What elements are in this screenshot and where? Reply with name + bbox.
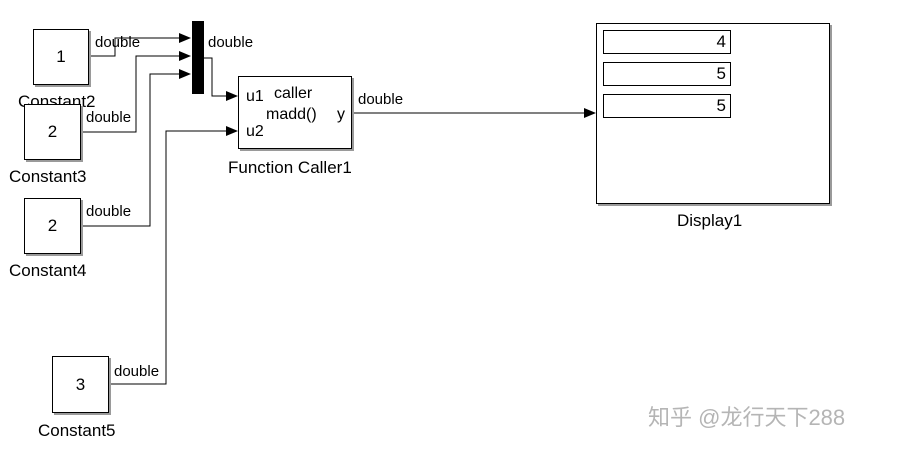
constant2-block[interactable]: 1 bbox=[33, 29, 89, 85]
constant5-label: Constant5 bbox=[38, 421, 116, 440]
constant3-value: 2 bbox=[47, 122, 58, 141]
display-value-row: 5 bbox=[603, 62, 731, 86]
wire-constant2 bbox=[89, 37, 179, 57]
constant4-label: Constant4 bbox=[9, 261, 87, 280]
constant4-signal-type: double bbox=[86, 203, 132, 220]
mux-output-signal-type: double bbox=[208, 34, 254, 51]
function-caller-output-signal-type: double bbox=[358, 91, 404, 108]
display-value-row: 5 bbox=[603, 94, 731, 118]
arrowhead-u1 bbox=[226, 91, 238, 101]
constant3-label: Constant3 bbox=[9, 167, 87, 186]
wire-constant4 bbox=[81, 73, 179, 227]
constant3-signal-type: double bbox=[86, 109, 132, 126]
function-caller-caption-line1: caller bbox=[274, 85, 313, 102]
arrowhead-u2 bbox=[226, 126, 238, 136]
arrowhead-mux-in1 bbox=[179, 33, 191, 43]
function-caller-caption-line2: madd() bbox=[266, 106, 317, 123]
constant5-signal-type: double bbox=[114, 363, 160, 380]
constant4-value: 2 bbox=[47, 216, 58, 235]
constant5-value: 3 bbox=[75, 374, 86, 394]
constant2-value: 1 bbox=[56, 47, 66, 66]
mux-block[interactable] bbox=[192, 21, 204, 94]
display-label: Display1 bbox=[677, 211, 743, 230]
wire-mux-to-u1 bbox=[204, 57, 226, 97]
function-caller-label: Function Caller1 bbox=[228, 158, 352, 177]
function-caller-block[interactable]: u1 u2 caller madd() y bbox=[238, 76, 352, 149]
constant4-block[interactable]: 2 bbox=[24, 198, 81, 254]
port-u1-label: u1 bbox=[246, 88, 264, 105]
constant5-block[interactable]: 3 bbox=[52, 356, 109, 413]
port-y-label: y bbox=[337, 106, 345, 123]
arrowhead-display bbox=[584, 108, 596, 118]
constant3-block[interactable]: 2 bbox=[24, 104, 81, 160]
wire-constant3 bbox=[81, 55, 179, 133]
arrowhead-mux-in3 bbox=[179, 69, 191, 79]
arrowhead-mux-in2 bbox=[179, 51, 191, 61]
display-value-row: 4 bbox=[603, 30, 731, 54]
constant2-signal-type: double bbox=[95, 34, 141, 51]
watermark: 知乎 @龙行天下288 bbox=[648, 405, 846, 430]
port-u2-label: u2 bbox=[246, 123, 264, 140]
display-block[interactable]: 4 5 5 bbox=[596, 23, 830, 204]
wire-constant5 bbox=[109, 130, 226, 385]
